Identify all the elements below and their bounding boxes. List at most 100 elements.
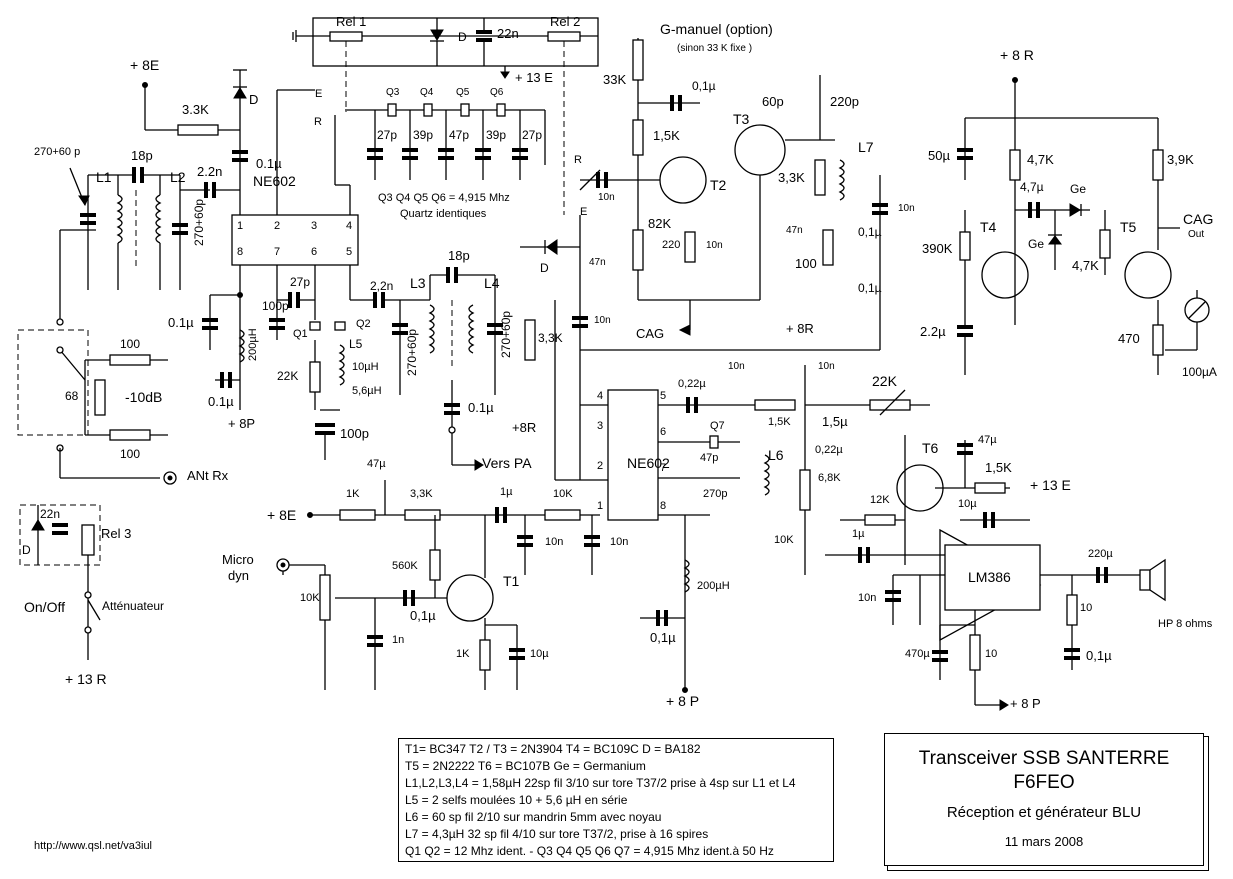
- title-line-2: F6FEO: [1013, 772, 1075, 793]
- label-r33k-left: 3.3K: [182, 102, 209, 117]
- label-p8p-b: + 8 P: [1010, 696, 1041, 711]
- label-r100: 100: [795, 256, 817, 271]
- label-c270-60-b: 270+60p: [405, 328, 419, 376]
- label-ant-rx: ANt Rx: [187, 468, 229, 483]
- label-c470u: 470µ: [905, 648, 930, 660]
- label-ne602-b: NE602: [627, 455, 670, 471]
- label-q2: Q2: [356, 318, 371, 330]
- label-sinon: (sinon 33 K fixe ): [677, 43, 753, 54]
- label-rel3: Rel 3: [101, 526, 132, 541]
- label-c22n-top: 22n: [497, 26, 519, 41]
- label-r15k: 1,5K: [653, 128, 680, 143]
- label-c22u: 2.2µ: [920, 324, 946, 339]
- label-l5-56: 5,6µH: [352, 385, 382, 397]
- label-r1k-b: 1K: [456, 648, 470, 660]
- label-c270-60-arrow: 270+60 p: [34, 146, 81, 158]
- note-line: T5 = 2N2222 T6 = BC107B Ge = Germanium: [405, 759, 646, 773]
- label-r68: 68: [65, 389, 79, 403]
- label-p8r-b: +8R: [512, 420, 537, 435]
- label-c1u-a: 1µ: [852, 528, 865, 540]
- note-line: L1,L2,L3,L4 = 1,58µH 22sp fil 3/10 sur t…: [405, 776, 796, 790]
- label-pin5: 5: [660, 390, 667, 402]
- label-c270p: 270p: [703, 488, 728, 500]
- label-l5-10: 10µH: [352, 361, 379, 373]
- label-l6: L6: [768, 447, 784, 463]
- label-r47k-b: 4,7K: [1072, 258, 1099, 273]
- label-out: Out: [1188, 229, 1205, 240]
- label-pin3: 3: [311, 220, 318, 232]
- mic-amplifier: [276, 480, 600, 690]
- input-filter: [59, 69, 248, 320]
- label-t1: T1: [503, 573, 520, 589]
- label-pin2: 2: [597, 460, 604, 472]
- label-c10n-b: 10n: [706, 240, 723, 251]
- label-p13r: + 13 R: [65, 671, 107, 687]
- label-c100-a: 100: [120, 337, 141, 351]
- label-r390k: 390K: [922, 241, 953, 256]
- label-cag-a: CAG: [636, 326, 665, 341]
- title-date: 11 mars 2008: [1004, 834, 1084, 849]
- label-q1: Q1: [293, 328, 308, 340]
- label-r12k: 12K: [870, 494, 890, 506]
- label-r33k-b: 33K: [603, 72, 627, 87]
- label-c18p-b: 18p: [448, 248, 470, 263]
- label-r10k-pot: 10K: [774, 534, 794, 546]
- note-line: Q1 Q2 = 12 Mhz ident. - Q3 Q4 Q5 Q6 Q7 =…: [405, 844, 774, 858]
- label-p13e-b: + 13 E: [1030, 477, 1071, 493]
- label-c10n-g: 10n: [858, 592, 877, 604]
- label-c01-b: 0.1µ: [168, 315, 194, 330]
- label-c270-60-a: 270+60p: [192, 198, 206, 246]
- label-p8p-a: + 8P: [228, 416, 256, 431]
- label-l7: L7: [858, 139, 874, 155]
- label-c47p-a: 47p: [449, 128, 470, 142]
- note-line: L5 = 2 selfs moulées 10 + 5,6 µH en séri…: [405, 793, 628, 807]
- label-c100p-b: 100p: [340, 426, 369, 441]
- label-meter: 100µA: [1182, 365, 1217, 379]
- label-d-b: D: [249, 92, 259, 107]
- label-c01-i: 0,1µ: [410, 608, 436, 623]
- label-q5: Q5: [456, 87, 470, 98]
- label-r22k-b: 22K: [872, 373, 897, 389]
- audio-amplifier: [825, 435, 1166, 711]
- label-c27p-b: 27p: [522, 128, 543, 142]
- label-c47n-b: 47n: [786, 225, 803, 236]
- label-r470: 470: [1118, 331, 1140, 346]
- label-pin8: 8: [237, 246, 244, 258]
- label-c10n-d: 10n: [594, 315, 611, 326]
- label-r1k-a: 1K: [346, 488, 360, 500]
- ne602-mixer-1: [202, 89, 430, 460]
- label-attenuateur: Atténuateur: [102, 599, 165, 613]
- label-r47k-a: 4,7K: [1027, 152, 1054, 167]
- label-rel2: Rel 2: [550, 14, 581, 29]
- label-pin6: 6: [311, 246, 318, 258]
- label-c39p-a: 39p: [413, 128, 434, 142]
- label-p13e-top: + 13 E: [515, 70, 553, 85]
- label-l2: L2: [170, 169, 186, 185]
- label-p8r-top: + 8 R: [1000, 47, 1034, 63]
- label-c022-b: 0,22µ: [815, 444, 843, 456]
- label-c01-d: 0.1µ: [468, 400, 494, 415]
- label-l5: L5: [349, 337, 363, 351]
- source-url: http://www.qsl.net/va3iul: [34, 840, 153, 852]
- label-c27p-a: 27p: [377, 128, 398, 142]
- label-q6: Q6: [490, 87, 504, 98]
- label-on-off: On/Off: [24, 599, 65, 615]
- label-c22n-c: 2,2n: [370, 279, 394, 293]
- label-r-sw2: R: [574, 154, 582, 166]
- power-rel3: [19, 504, 101, 660]
- label-c10n-i: 10n: [610, 536, 629, 548]
- label-l1: L1: [96, 169, 112, 185]
- component-notes: T1= BC347 T2 / T3 = 2N3904 T4 = BC109C D…: [398, 738, 834, 862]
- label-r-sw: R: [314, 116, 322, 128]
- label-quartz-line2: Quartz identiques: [400, 208, 487, 220]
- label-t2: T2: [710, 177, 727, 193]
- label-gman: G-manuel (option): [660, 21, 773, 37]
- label-c10n-e: 10n: [728, 361, 745, 372]
- label-hp: HP 8 ohms: [1158, 618, 1213, 630]
- label-c01-f: 0,1µ: [858, 225, 882, 239]
- crystal-filter: [345, 103, 546, 180]
- label-r15k-b: 1,5K: [768, 416, 791, 428]
- label-r33k-c: 3,3K: [778, 170, 805, 185]
- label-c10n-f: 10n: [818, 361, 835, 372]
